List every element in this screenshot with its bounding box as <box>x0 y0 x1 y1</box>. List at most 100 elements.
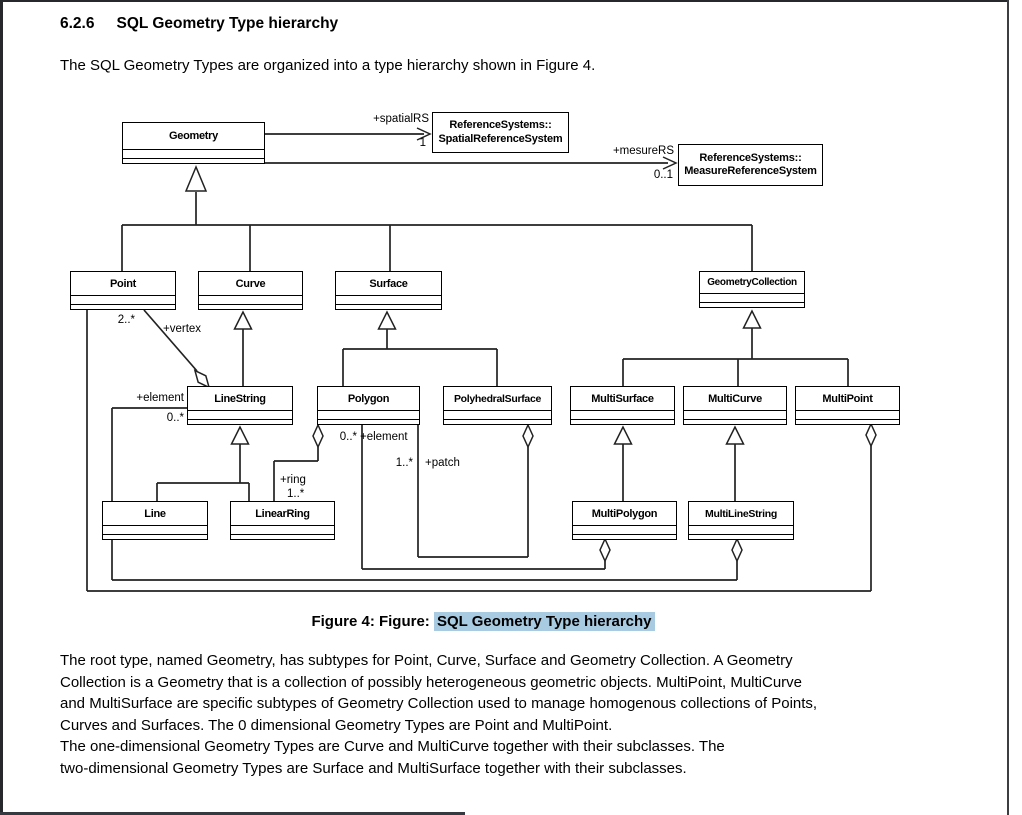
paragraph-line: Collection is a Geometry that is a colle… <box>60 673 803 691</box>
class-box-spatial-reference-system: ReferenceSystems::SpatialReferenceSystem <box>432 112 569 153</box>
attributes-compartment <box>71 295 175 304</box>
uml-role-label: +mesureRS <box>613 145 674 157</box>
uml-connector-segment <box>143 309 198 372</box>
attributes-compartment <box>444 410 551 419</box>
class-box-measure-reference-system: ReferenceSystems::MeasureReferenceSystem <box>678 144 823 186</box>
class-box-multicurve: MultiCurve <box>683 386 787 425</box>
class-name-label: GeometryCollection <box>707 277 797 288</box>
class-name-label: MultiCurve <box>708 392 762 405</box>
class-name-label: Curve <box>235 277 266 290</box>
uml-role-label: 1..* <box>396 457 414 469</box>
page-border-top <box>0 0 1009 2</box>
generalization-triangle <box>742 309 762 329</box>
attributes-compartment <box>188 410 292 419</box>
uml-role-label: 2..* <box>118 314 136 326</box>
bottom-edge-bar <box>0 812 465 815</box>
operations-compartment <box>689 534 793 539</box>
section-title: SQL Geometry Type hierarchy <box>116 15 339 32</box>
page-border-left <box>0 0 3 815</box>
operations-compartment <box>188 419 292 424</box>
attributes-compartment <box>689 525 793 534</box>
class-name-label: Geometry <box>169 130 218 142</box>
attributes-compartment <box>700 293 804 302</box>
page-border-right <box>1007 0 1009 815</box>
class-name-label: MeasureReferenceSystem <box>684 165 817 177</box>
aggregation-diamond <box>599 537 611 563</box>
uml-role-label: 0..* <box>340 431 358 443</box>
operations-compartment <box>231 534 334 539</box>
uml-role-label: 1 <box>420 137 426 149</box>
class-box-geometrycollection: GeometryCollection <box>699 271 805 308</box>
generalization-triangle <box>184 165 208 192</box>
class-box-multilinestring: MultiLineString <box>688 501 794 540</box>
attributes-compartment <box>199 295 302 304</box>
paragraph-line: and MultiSurface are specific subtypes o… <box>60 695 818 712</box>
class-name-label: Polygon <box>347 392 390 405</box>
class-box-multipoint: MultiPoint <box>795 386 900 425</box>
operations-compartment <box>199 304 302 309</box>
class-name-label: MultiPolygon <box>591 507 658 520</box>
body-paragraph-2: The one-dimensional Geometry Types are C… <box>60 736 725 779</box>
uml-role-label: +vertex <box>163 323 201 335</box>
attributes-compartment <box>123 149 264 158</box>
class-name-label: MultiLineString <box>705 507 777 520</box>
aggregation-diamond <box>865 422 877 448</box>
generalization-triangle <box>725 425 745 445</box>
uml-role-label: 0..* <box>167 412 185 424</box>
figure-caption-highlight: SQL Geometry Type hierarchy <box>433 612 655 631</box>
class-box-point: Point <box>70 271 176 310</box>
operations-compartment <box>318 419 419 424</box>
body-paragraph-1: The root type, named Geometry, has subty… <box>60 650 817 736</box>
uml-role-label: +spatialRS <box>373 113 429 125</box>
class-box-multipolygon: MultiPolygon <box>572 501 677 540</box>
class-box-polygon: Polygon <box>317 386 420 425</box>
class-box-linestring: LineString <box>187 386 293 425</box>
package-name-label: ReferenceSystems:: <box>699 151 802 164</box>
uml-role-label: +element <box>360 431 408 443</box>
operations-compartment <box>573 534 676 539</box>
operations-compartment <box>71 304 175 309</box>
figure-caption: Figure 4: Figure: SQL Geometry Type hier… <box>0 612 966 631</box>
attributes-compartment <box>318 410 419 419</box>
operations-compartment <box>571 419 674 424</box>
paragraph-line: Curves and Surfaces. The 0 dimensional G… <box>60 716 613 734</box>
generalization-triangle <box>233 310 253 330</box>
attributes-compartment <box>336 295 441 304</box>
attributes-compartment <box>571 410 674 419</box>
aggregation-diamond <box>312 423 324 449</box>
aggregation-diamond <box>731 537 743 563</box>
class-name-label: MultiSurface <box>591 392 654 405</box>
operations-compartment <box>700 302 804 307</box>
class-name-label: LineString <box>214 392 266 405</box>
class-name-label: Line <box>144 507 166 520</box>
attributes-compartment <box>684 410 786 419</box>
class-name-label: LinearRing <box>255 507 310 520</box>
class-name-label: MultiPoint <box>822 392 873 405</box>
attributes-compartment <box>573 525 676 534</box>
association-arrowhead <box>662 156 678 170</box>
class-box-linearring: LinearRing <box>230 501 335 540</box>
operations-compartment <box>123 158 264 163</box>
attributes-compartment <box>231 525 334 534</box>
class-name-label: Point <box>110 277 136 290</box>
class-name-label: Surface <box>369 277 408 290</box>
uml-role-label: 0..1 <box>654 169 673 181</box>
aggregation-diamond <box>522 423 534 449</box>
operations-compartment <box>796 419 899 424</box>
class-box-line: Line <box>102 501 208 540</box>
generalization-triangle <box>613 425 633 445</box>
attributes-compartment <box>796 410 899 419</box>
class-name-label: PolyhedralSurface <box>453 392 542 405</box>
paragraph-line: The root type, named Geometry, has subty… <box>60 652 793 669</box>
uml-role-label: +element <box>136 392 184 404</box>
operations-compartment <box>684 419 786 424</box>
uml-role-label: +patch <box>425 457 460 469</box>
class-box-polyhedralsurface: PolyhedralSurface <box>443 386 552 425</box>
operations-compartment <box>336 304 441 309</box>
generalization-triangle <box>230 425 250 445</box>
class-box-geometry: Geometry <box>122 122 265 164</box>
